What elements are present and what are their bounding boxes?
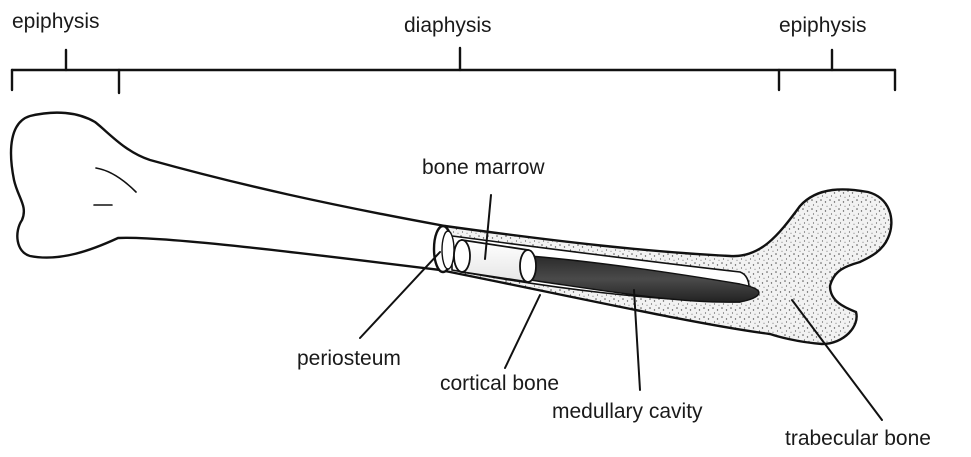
label-bone-marrow: bone marrow [422, 156, 545, 179]
periosteum-ring-inner [442, 231, 454, 269]
label-epiphysis-right: epiphysis [779, 14, 867, 37]
region-bracket [12, 48, 895, 93]
label-medullary-cavity: medullary cavity [552, 400, 703, 423]
label-periosteum: periosteum [297, 347, 401, 370]
bone-exterior-left [11, 113, 445, 270]
label-epiphysis-left: epiphysis [12, 10, 100, 33]
leader-cortical-bone [505, 295, 540, 368]
label-cortical-bone: cortical bone [440, 372, 559, 395]
label-trabecular-bone: trabecular bone [785, 427, 931, 450]
label-diaphysis: diaphysis [404, 14, 492, 37]
